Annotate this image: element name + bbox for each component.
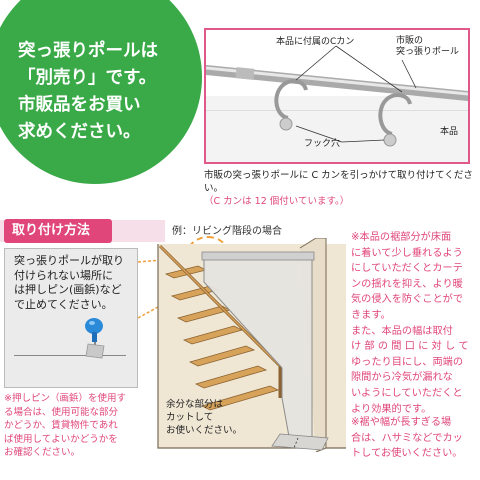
label-pole: 市販の 突っ張りポール — [396, 36, 459, 58]
pole-diagram-frame: 本品に付属のCカン 市販の 突っ張りポール フック穴 本品 — [204, 28, 470, 164]
top-note-line-2: （C カンは 12 個付いています。） — [204, 196, 350, 207]
push-pin-caution-line-4: ば使用してよいかどうかを — [4, 433, 118, 445]
push-pin-caution: ※押しピン（画鋲）を使用す る場合は、使用可能な部分 かどうか、賃貸物件であれ … — [4, 392, 154, 460]
hem-note-line-5: 気の侵入を防ぐことがで — [351, 294, 464, 306]
trim-note: ※裾や幅が長すぎる場 合は、ハサミなどでカッ トしてお使いください。 — [351, 415, 479, 462]
staircase-illustration — [157, 238, 346, 452]
badge-line-2: 「別売り」です。 — [18, 68, 157, 88]
label-pole-line-2: 突っ張りポール — [396, 47, 460, 57]
label-hook-hole: フック穴 — [304, 139, 341, 149]
label-pole-line-1: 市販の — [396, 36, 424, 46]
hem-note-line-3: にしていただくとカーテ — [351, 263, 463, 275]
push-pin-caution-line-2: る場合は、使用可能な部分 — [4, 406, 119, 418]
push-pin-line-2: 付けられない場所に — [14, 268, 113, 282]
hem-note-line-6: きます。 — [351, 309, 391, 321]
hem-note-line-9: ゆったり目にし、両端の — [351, 356, 464, 368]
hem-note-line-4: ンの揺れを抑え、より暖 — [351, 278, 463, 290]
push-pin-line-1: 突っ張りポールが取り — [14, 254, 124, 267]
push-pin-caution-line-1: ※押しピン（画鋲）を使用す — [4, 393, 126, 404]
cut-note: 余分な部分は カットして お使いください。 — [166, 398, 242, 437]
badge-line-1: 突っ張りポールは — [18, 41, 158, 61]
badge-line-4: 求めください。 — [18, 122, 141, 142]
wall-line — [14, 355, 126, 356]
hem-note-line-2: に着いて少し垂れるよう — [351, 247, 463, 259]
push-pin-caution-line-5: お確認ください。 — [4, 447, 81, 458]
push-pin-caution-line-3: かどうか、賃貸物件であれ — [4, 420, 118, 431]
badge-text: 突っ張りポールは 「別売り」です。 市販品をお買い 求めください。 — [18, 38, 198, 146]
hem-note-line-8: け 部 の 間 口 に 対 し て — [351, 341, 469, 353]
hem-width-note: ※本品の裾部分が床面 に着いて少し垂れるよう にしていただくとカーテ ンの揺れを… — [351, 230, 479, 417]
top-note: 市販の突っ張りポールに C カンを引っかけて取り付けてください。 （C カンは … — [204, 169, 476, 208]
example-label: 例：リビング階段の場合 — [172, 226, 282, 237]
trim-note-line-1: ※裾や幅が長すぎる場 — [351, 417, 452, 428]
trim-note-line-2: 合は、ハサミなどでカッ — [351, 432, 463, 444]
push-pin-line-3: は押しピン(画鋲)など — [14, 283, 122, 296]
badge-line-3: 市販品をお買い — [18, 95, 141, 115]
push-pin-icon — [85, 318, 105, 359]
pole-diagram-illustration — [206, 45, 468, 162]
hem-note-line-10: 隙間から冷気が漏れな — [351, 372, 453, 384]
label-c-hook: 本品に付属のCカン — [276, 37, 355, 47]
green-badge — [0, 0, 202, 184]
install-header: 取り付け方法 — [4, 219, 112, 243]
push-pin-text: 突っ張りポールが取り 付けられない場所に は押しピン(画鋲)など で止めてくださ… — [14, 254, 134, 312]
push-pin-line-4: で止めてください。 — [14, 297, 113, 311]
hem-note-line-12: より効果的です。 — [351, 403, 432, 415]
top-note-line-1: 市販の突っ張りポールに C カンを引っかけて取り付けてください。 — [204, 170, 473, 194]
label-product: 本品 — [440, 127, 459, 137]
push-pin-box — [4, 248, 138, 388]
trim-note-line-3: トしてお使いください。 — [351, 448, 463, 460]
cut-note-line-1: 余分な部分は — [166, 399, 224, 410]
hem-note-line-11: いようにしていただくと — [351, 387, 463, 399]
cut-note-line-2: カットして — [166, 412, 214, 423]
hem-note-line-1: ※本品の裾部分が床面 — [351, 232, 452, 243]
cut-note-line-3: お使いください。 — [166, 425, 243, 436]
hem-note-line-7: また、本品の幅は取付 — [351, 325, 453, 337]
